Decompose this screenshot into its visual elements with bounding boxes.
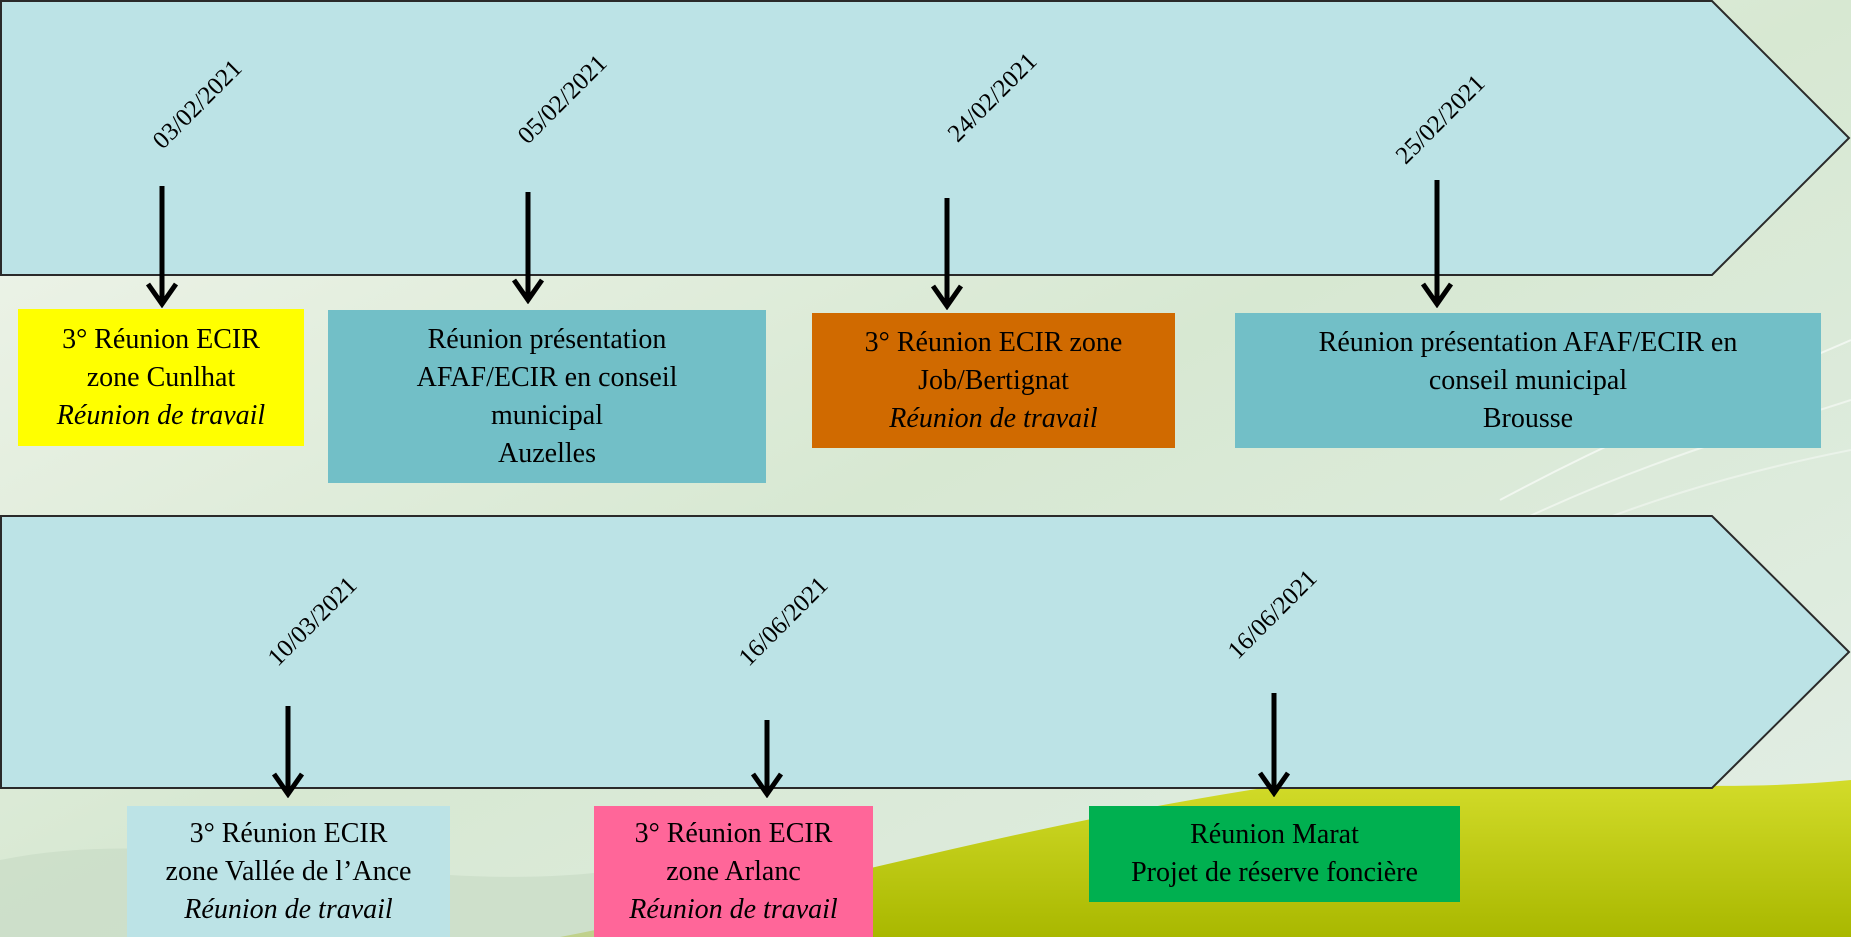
event-line: zone Cunlhat bbox=[86, 361, 236, 393]
event-box-marat: Réunion Marat Projet de réserve foncière bbox=[1089, 806, 1460, 902]
event-box-auzelles: Réunion présentation AFAF/ECIR en consei… bbox=[328, 310, 766, 483]
down-arrow-icon bbox=[750, 720, 784, 798]
event-line: 3° Réunion ECIR zone bbox=[864, 326, 1123, 358]
event-line: municipal bbox=[491, 399, 603, 431]
down-arrow-icon bbox=[1420, 180, 1454, 308]
event-line: Réunion de travail bbox=[184, 893, 393, 925]
event-line: Réunion de travail bbox=[629, 893, 838, 925]
event-line: Job/Bertignat bbox=[918, 364, 1069, 396]
down-arrow-icon bbox=[930, 198, 964, 310]
event-line: zone Vallée de l’Ance bbox=[165, 855, 412, 887]
down-arrow-icon bbox=[511, 192, 545, 304]
event-line: Brousse bbox=[1482, 402, 1574, 434]
event-line: Réunion présentation bbox=[427, 323, 667, 355]
event-line: conseil municipal bbox=[1428, 364, 1628, 396]
event-line: zone Arlanc bbox=[666, 855, 801, 887]
event-box-cunlhat: 3° Réunion ECIR zone Cunlhat Réunion de … bbox=[18, 309, 304, 446]
event-box-arlanc: 3° Réunion ECIR zone Arlanc Réunion de t… bbox=[594, 806, 873, 937]
event-line: Réunion de travail bbox=[56, 399, 266, 431]
event-line: 3° Réunion ECIR bbox=[189, 817, 388, 849]
event-box-job-bertignat: 3° Réunion ECIR zone Job/Bertignat Réuni… bbox=[812, 313, 1175, 448]
event-line: Réunion Marat bbox=[1190, 819, 1359, 850]
event-line: Auzelles bbox=[498, 437, 596, 469]
down-arrow-icon bbox=[145, 186, 179, 308]
down-arrow-icon bbox=[271, 706, 305, 798]
event-box-brousse: Réunion présentation AFAF/ECIR en consei… bbox=[1235, 313, 1821, 448]
event-box-vallee-ance: 3° Réunion ECIR zone Vallée de l’Ance Ré… bbox=[127, 806, 450, 937]
timeline-band-2 bbox=[0, 515, 1851, 789]
event-line: Projet de réserve foncière bbox=[1131, 857, 1418, 888]
down-arrow-icon bbox=[1257, 693, 1291, 797]
event-line: 3° Réunion ECIR bbox=[634, 817, 833, 849]
event-line: Réunion de travail bbox=[889, 402, 1098, 434]
timeline-band-1 bbox=[0, 0, 1851, 276]
event-line: Réunion présentation AFAF/ECIR en bbox=[1318, 326, 1738, 358]
event-line: AFAF/ECIR en conseil bbox=[416, 361, 678, 393]
event-line: 3° Réunion ECIR bbox=[62, 323, 260, 355]
